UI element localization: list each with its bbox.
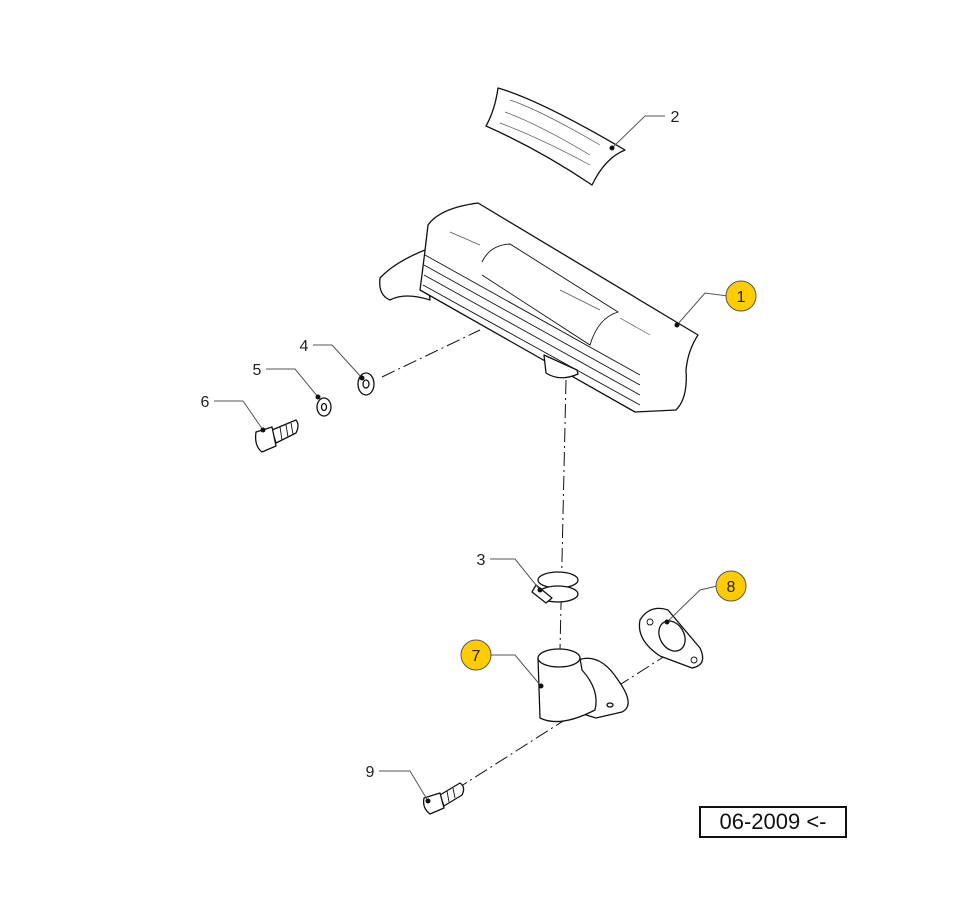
part-8-gasket[interactable]: [638, 607, 704, 669]
svg-text:6: 6: [201, 394, 210, 411]
svg-text:7: 7: [472, 648, 481, 665]
svg-text:5: 5: [253, 362, 262, 379]
callout-9[interactable]: 9: [366, 764, 375, 781]
callout-highlight: [715, 570, 747, 602]
svg-text:3: 3: [477, 552, 486, 569]
callout-3[interactable]: 3: [477, 552, 486, 569]
axis-line-muffler-to-elbow: [559, 379, 567, 651]
callout-highlight: [725, 280, 757, 312]
callout-highlight: [460, 639, 492, 671]
callout-4[interactable]: 4: [300, 338, 309, 355]
callout-2[interactable]: 2: [671, 109, 680, 126]
svg-text:2: 2: [671, 109, 680, 126]
part-6-bolt[interactable]: [254, 419, 299, 453]
svg-text:4: 4: [300, 338, 309, 355]
callout-1[interactable]: 1: [725, 280, 757, 312]
callout-8[interactable]: 8: [715, 570, 747, 602]
part-9-bolt[interactable]: [422, 782, 465, 815]
svg-text:9: 9: [366, 764, 375, 781]
axis-line-bolt-to-muffler: [381, 329, 481, 378]
callout-6[interactable]: 6: [201, 394, 210, 411]
part-1-muffler[interactable]: [379, 202, 699, 413]
part-2-heat-shield[interactable]: [485, 87, 626, 186]
part-3-hose-clamp[interactable]: [531, 571, 579, 604]
revision-date-badge: 06-2009 <-: [699, 806, 847, 838]
svg-text:1: 1: [737, 289, 746, 306]
part-5-lock-washer[interactable]: [316, 397, 332, 417]
callout-7[interactable]: 7: [460, 639, 492, 671]
svg-text:8: 8: [727, 579, 736, 596]
leader-lines: [214, 115, 729, 804]
part-7-exhaust-elbow[interactable]: [537, 648, 629, 723]
callout-5[interactable]: 5: [253, 362, 262, 379]
